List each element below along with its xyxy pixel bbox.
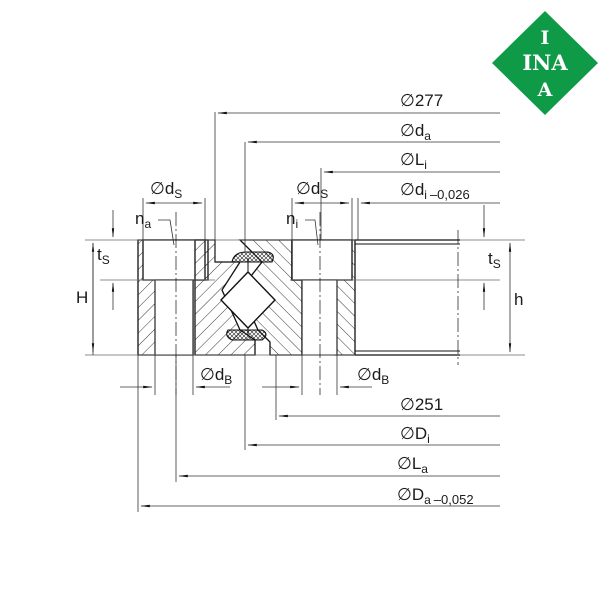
dim-ds-left: ∅dS (150, 179, 182, 201)
logo-word: INA (522, 50, 568, 75)
label-ts-left: tS (97, 245, 110, 267)
top-dimension-lines (142, 111, 500, 262)
dim-di: ∅di–0,026 (400, 180, 470, 202)
dim-da: ∅da (400, 121, 431, 143)
dimension-labels: ∅277 ∅da ∅Li ∅di–0,026 ∅dS ∅dS na ni tS … (76, 91, 523, 507)
logo-diamond (492, 11, 598, 115)
dim-ds-right: ∅dS (296, 179, 328, 201)
label-H: H (76, 288, 88, 307)
dim-Da: ∅Da–0,052 (397, 485, 474, 507)
label-ts-right: tS (488, 249, 501, 271)
seal-bottom (226, 329, 267, 341)
dim-dB-left: ∅dB (200, 365, 232, 387)
dim-277: ∅277 (400, 91, 443, 110)
label-h: h (514, 290, 523, 309)
dim-dB-right: ∅dB (357, 365, 389, 387)
label-na: na (135, 209, 151, 231)
height-dimension-lines (91, 205, 512, 355)
bearing-section (85, 212, 525, 395)
dim-Li: ∅Li (400, 150, 427, 172)
logo-letter-bottom: A (537, 79, 553, 101)
ina-logo: I INA A (492, 11, 598, 115)
dim-251: ∅251 (400, 395, 443, 414)
dim-La: ∅La (397, 454, 428, 476)
seal-top (231, 251, 274, 263)
dim-Di: ∅Di (400, 424, 430, 446)
label-ni: ni (286, 209, 298, 231)
bottom-dimension-lines (120, 355, 500, 512)
logo-letter-top: I (541, 27, 550, 49)
